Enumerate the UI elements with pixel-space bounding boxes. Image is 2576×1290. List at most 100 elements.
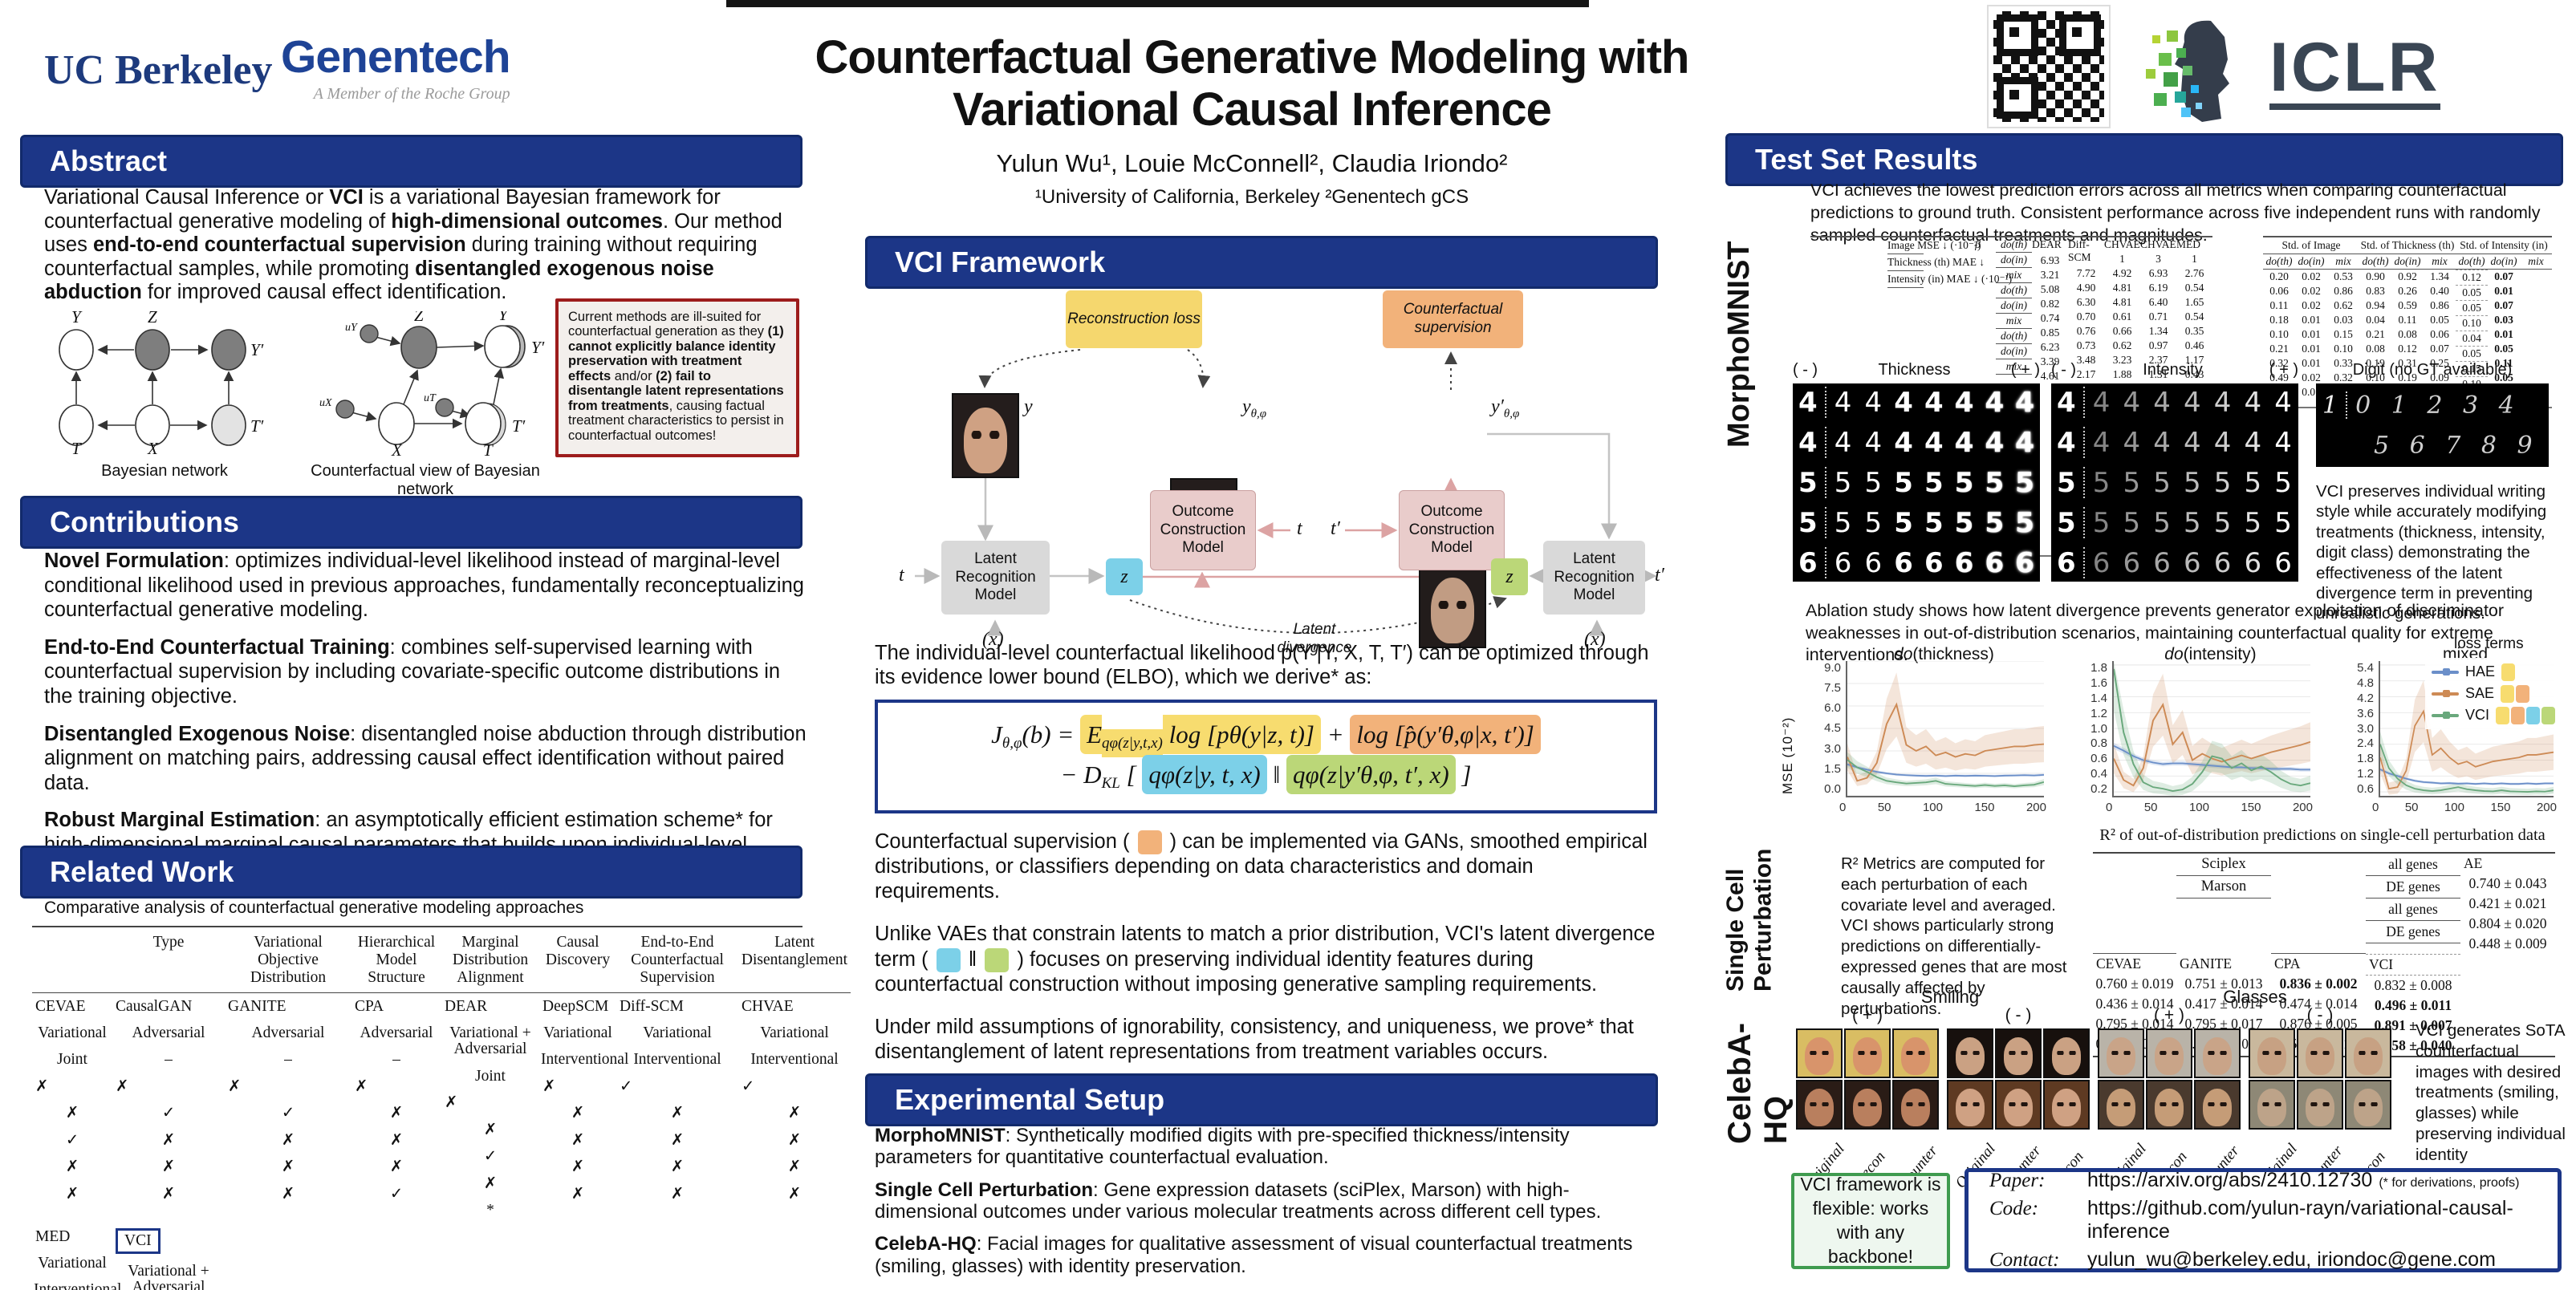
code-row: Code: https://github.com/yulun-rayn/vari… [1989,1197,2537,1243]
method-type: Adversarial [360,1024,433,1041]
minus-label: ( - ) [1793,361,1818,379]
loss-term-swatch [2511,706,2525,724]
sub-header: do(th) [1996,237,2032,253]
feature-mark: ✗ [571,1185,585,1203]
code-link[interactable]: https://github.com/yulun-rayn/variationa… [2087,1197,2513,1243]
code-label: Code: [1989,1198,2039,1219]
cell: 0.20 [2269,270,2289,282]
feature-mark: ✗ [445,1094,458,1112]
r2-cell: 0.804 ± 0.020 [2468,915,2547,931]
paper-link[interactable]: https://arxiv.org/abs/2410.12730 [2087,1169,2373,1191]
feature-mark: ✗ [228,1077,242,1095]
sub-header: do(th) [1996,329,2032,344]
sub-header: do(in) [1996,344,2032,359]
svg-text:Y: Y [498,311,510,324]
legend-line [2432,667,2459,675]
poster-title: Counterfactual Generative Modeling with … [815,31,1690,136]
reconstruction-loss-box: Reconstruction loss [1066,290,1202,348]
z-factual-box: z [1106,558,1143,595]
feature-mark: ✓ [65,1131,79,1149]
cell: 0.70 [2076,310,2096,322]
method-name: CPA [355,998,384,1016]
abstract-segment: . Our method uses [44,209,782,257]
row-beta: 1 [2119,253,2125,265]
face-image [2146,1028,2192,1078]
svg-text:uY: uY [345,322,359,334]
cell: 4.81 [2112,282,2132,294]
t-mid-label: t [1297,518,1302,539]
x-right-label: (x) [1584,629,1606,650]
cell: 3.48 [2076,354,2096,366]
dataset-item: MorphoMNIST: Synthetically modified digi… [875,1125,1661,1169]
abstract-segment: for improved causal effect identificatio… [141,281,507,304]
x-left-label: (x) [982,629,1004,650]
gene-set-header: DE genes [2366,876,2460,899]
outcome-model-left: Outcome Construction Model [1150,490,1256,570]
paragraph-disentanglement: Under mild assumptions of ignorability, … [875,1015,1634,1064]
table-row: DEAR Variational +Adversarial Joint ✗✗✓✗… [441,993,539,1223]
celeba-rotated-label: CelebA-HQ [1722,1022,1794,1144]
contribution-head: Disentangled Exogenous Noise [44,722,351,745]
method-type: Variational [760,1024,829,1041]
row-name: CPA [2274,955,2301,972]
contact-emails[interactable]: yulun_wu@berkeley.edu, iriondoc@gene.com [2087,1248,2496,1271]
feature-mark: ✗ [542,1077,556,1095]
face-image-ycf [1419,563,1486,648]
paper-note: (* for derivations, proofs) [2379,1176,2520,1190]
objective-distribution: Joint [57,1051,87,1069]
cell: 1.31 [2148,368,2168,380]
thickness-panel-header: ( - ) Thickness ( + ) [1793,361,2040,379]
minus-label: ( - ) [2051,361,2077,379]
warning-segment: (1) cannot explicitly balance identity p… [568,324,784,383]
contact-label: Contact: [1989,1249,2060,1271]
flexible-note-box: VCI framework is flexible: works with an… [1791,1173,1950,1269]
cell: 0.21 [2366,328,2385,340]
svg-text:T′: T′ [250,416,264,436]
svg-text:Y′: Y′ [531,338,545,357]
svg-text:Z: Z [148,311,157,327]
table-row: DeepSCM Variational Interventional ✗✗✗✗✗ [539,993,629,1223]
cell: 5.08 [2040,283,2060,295]
dataset-name: Single Cell Perturbation [875,1178,1094,1201]
feature-mark: ✗ [483,1121,498,1138]
cell: 0.01 [2494,285,2513,297]
table-row: 0.070.010.070.030.010.050.110.050.06 [2488,270,2520,407]
cell: 4.61 [2040,370,2060,382]
face-image [1947,1028,1993,1078]
face-image [2194,1028,2241,1078]
cell: 0.08 [2366,343,2385,355]
test-results-header: Test Set Results [1725,133,2563,186]
bayesian-network-diagram: Y Z Y′ T X T′ [59,311,264,456]
contribution-item: Novel Formulation: optimizes individual-… [44,549,807,623]
face-image [1844,1028,1891,1078]
method-name: CEVAE [35,998,86,1016]
cell: 2.37 [2148,354,2168,366]
celeba-panel: ( - ) OriginalCounterRecon [2249,1006,2391,1191]
elbo-intro: The individual-level counterfactual like… [875,642,1661,689]
cell: 0.76 [2076,325,2096,337]
cell: 0.18 [2269,314,2289,326]
cell: 0.15 [2334,328,2353,340]
legend-label: SAE [2465,685,2495,701]
contribution-head: Novel Formulation [44,550,224,572]
paper-row: Paper: https://arxiv.org/abs/2410.12730 … [1989,1169,2537,1192]
yhat-label: yθ,φ [1242,396,1267,420]
method-name: CHVAE [742,998,794,1016]
r2-cell: 0.795 ± 0.017 [2184,1016,2263,1032]
contribution-body: : optimizes individual-level likelihood … [44,550,804,622]
line-chart-intensity [2112,661,2310,797]
sub-header: do(th) [2263,254,2295,270]
face-image [2297,1080,2343,1130]
cell: 0.35 [2184,325,2204,337]
counterfactual-view-diagram: Z Y Y′ X T T′ uY uX uT [319,311,545,456]
cell: 0.19 [2366,357,2385,369]
face-image [2043,1080,2090,1130]
objective-distribution: Interventional [541,1051,629,1069]
